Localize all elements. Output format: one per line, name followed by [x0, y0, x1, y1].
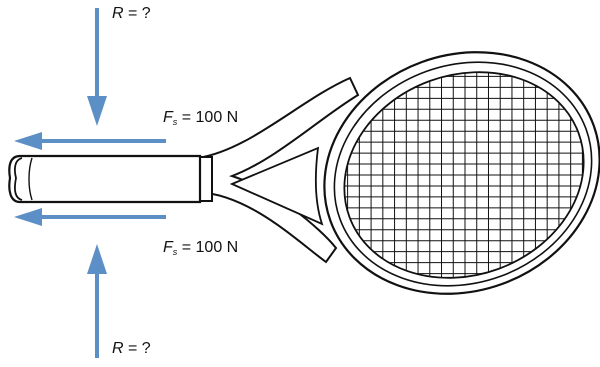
label-r-bottom: R = ?	[112, 341, 151, 357]
arrow-r-bottom	[87, 244, 107, 358]
racket-handle	[9, 156, 200, 202]
label-fs-top: Fs = 100 N	[163, 110, 238, 127]
arrow-fs-bottom	[14, 208, 166, 226]
label-r-top: R = ?	[112, 6, 151, 22]
arrow-r-top	[87, 8, 107, 126]
label-fs-bottom: Fs = 100 N	[163, 240, 238, 257]
arrow-fs-top	[14, 132, 166, 150]
